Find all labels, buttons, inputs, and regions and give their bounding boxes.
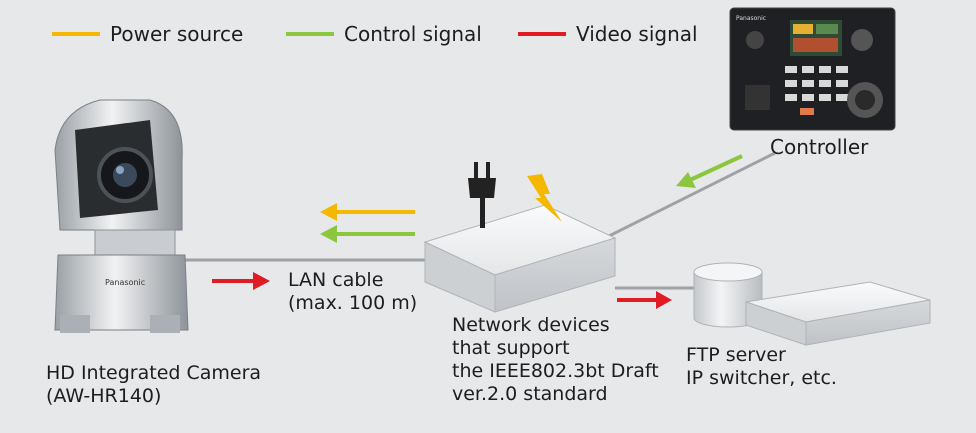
controller-illustration: Panasonic — [729, 7, 896, 131]
network-line2: that support — [452, 337, 570, 359]
server-label: FTP server IP switcher, etc. — [686, 344, 837, 390]
camera-name: HD Integrated Camera — [46, 362, 262, 384]
power-plug-icon — [468, 162, 496, 228]
lan-cable-label: LAN cable (max. 100 m) — [288, 269, 417, 315]
network-line3: the IEEE802.3bt Draft — [452, 360, 659, 382]
video-arrow-server — [617, 291, 672, 309]
control-arrow-controller — [676, 154, 743, 188]
svg-text:Panasonic: Panasonic — [105, 278, 145, 287]
camera-label: HD Integrated Camera (AW-HR140) — [46, 362, 261, 408]
network-device-illustration — [423, 204, 617, 313]
video-arrow-camera — [212, 272, 270, 290]
legend-video-label: Video signal — [576, 22, 698, 46]
power-arrow — [320, 203, 415, 221]
lan-cable-line2: (max. 100 m) — [288, 292, 418, 314]
lightning-icon — [527, 174, 562, 222]
legend-power-label: Power source — [110, 22, 244, 46]
controller-brand: Panasonic — [736, 15, 766, 22]
server-illustration — [693, 262, 931, 346]
control-arrow-camera — [320, 225, 415, 243]
server-line2: IP switcher, etc. — [686, 367, 837, 389]
controller-label: Controller — [770, 135, 869, 159]
network-devices-label: Network devices that support the IEEE802… — [452, 314, 659, 406]
network-line4: ver.2.0 standard — [452, 383, 608, 405]
server-line1: FTP server — [686, 344, 786, 366]
network-line1: Network devices — [452, 314, 610, 336]
lan-cable-line1: LAN cable — [288, 269, 384, 291]
controller-cable-line — [604, 151, 776, 240]
camera-illustration: Panasonic — [54, 99, 189, 333]
legend-control-label: Control signal — [344, 22, 482, 46]
camera-model: (AW-HR140) — [46, 385, 162, 407]
